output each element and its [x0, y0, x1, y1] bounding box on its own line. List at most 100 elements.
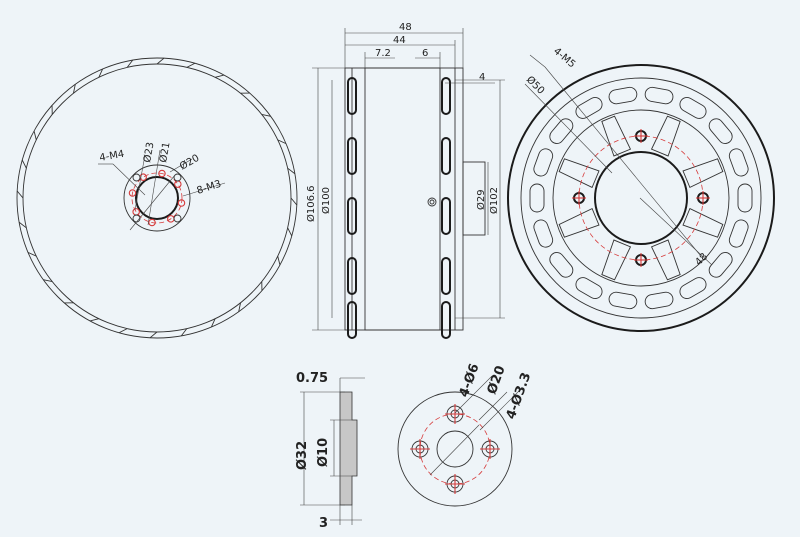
rear-outer-slot	[708, 252, 733, 278]
label-rear-d50: Ø50	[524, 74, 547, 97]
front-m3-hole	[158, 169, 166, 178]
front-m3-hole	[148, 218, 156, 227]
front-rim-notch	[126, 59, 134, 68]
front-rim-notch	[89, 318, 99, 322]
front-rim-notch	[261, 114, 271, 117]
label-side-44: 44	[393, 35, 406, 46]
label-rear-4-m5: 4-M5	[551, 46, 577, 70]
label-side-d102: Ø102	[488, 187, 500, 214]
front-rim-notch	[16, 190, 24, 199]
front-m4-hole	[132, 173, 141, 182]
rear-outer-slot	[728, 148, 749, 177]
front-rim-notch	[149, 331, 158, 339]
front-rim-notch	[186, 62, 196, 68]
rear-spokes	[558, 115, 724, 281]
front-rim-notch	[156, 57, 165, 65]
side-slot-left	[347, 197, 357, 235]
front-rim-notch	[21, 159, 27, 169]
rear-inner-rim	[520, 77, 762, 319]
front-rim-notch	[33, 130, 37, 140]
front-outer-rim	[16, 57, 298, 339]
rear-spoke-window	[682, 207, 724, 238]
front-bolt-holes	[128, 169, 186, 227]
front-m3-hole	[177, 199, 186, 207]
side-slot-right	[441, 77, 451, 115]
front-hub-flange	[123, 164, 191, 232]
front-m3-hole	[128, 189, 137, 197]
front-m3-hole	[174, 180, 182, 188]
label-d20: Ø20	[178, 152, 202, 173]
side-vent-slots	[347, 77, 451, 339]
adapter-face-view: 4-Ø6 Ø20 4-Ø3.3	[397, 362, 535, 507]
label-d23: Ø23	[141, 141, 156, 163]
adapter-outer	[397, 391, 513, 507]
front-m4-hole	[173, 214, 182, 223]
front-rim-notch	[118, 328, 128, 334]
label-rear-48: 48	[693, 251, 710, 268]
front-hub-bore	[135, 176, 179, 220]
side-set-screw	[427, 197, 437, 207]
rear-outer-slot	[679, 277, 707, 300]
front-rim-notch	[215, 74, 225, 78]
side-shaft-boss	[462, 161, 486, 236]
label-adapter-4-d6: 4-Ø6	[457, 362, 483, 400]
label-d21: Ø21	[157, 141, 172, 163]
label-4-m4: 4-M4	[99, 149, 125, 164]
side-slot-left	[347, 77, 357, 115]
rear-spoke-window	[650, 239, 681, 281]
label-side-7-2: 7.2	[375, 48, 391, 59]
front-inner-rim	[22, 63, 292, 333]
rear-spoke-window	[558, 158, 600, 189]
label-adapter-face-d20: Ø20	[485, 364, 509, 397]
front-m3-hole	[132, 208, 140, 216]
front-rim-notch	[277, 139, 287, 145]
adapter-holes	[410, 404, 500, 494]
rear-outer-slot	[644, 291, 674, 310]
front-m4-hole	[173, 173, 182, 182]
side-slot-left	[347, 257, 357, 295]
label-adapter-0-75: 0.75	[296, 371, 328, 386]
rear-outer-slot	[549, 252, 574, 278]
side-slot-left	[347, 301, 357, 339]
rear-outer-slot	[529, 183, 545, 213]
side-slot-right	[441, 137, 451, 175]
rear-spoke-ring	[552, 109, 730, 287]
adapter-bolt-circle	[419, 413, 491, 485]
rear-outer-slot	[737, 183, 753, 213]
rear-m5-holes	[572, 129, 710, 267]
front-bolt-circle	[131, 172, 183, 224]
side-slot-right	[441, 301, 451, 339]
front-rim-notch	[210, 318, 216, 328]
rear-outer-slot	[608, 291, 638, 310]
label-adapter-3: 3	[319, 516, 328, 531]
rear-view: 4-M5 Ø50 48	[507, 46, 775, 332]
side-slot-right	[441, 257, 451, 295]
rear-outer-slot	[608, 86, 638, 105]
front-rim-notch	[98, 68, 104, 78]
label-side-6: 6	[422, 48, 428, 59]
rear-spoke-window	[650, 115, 681, 157]
rear-outer-slot	[728, 219, 749, 248]
label-side-d106-6: Ø106.6	[305, 186, 317, 223]
rear-outer-slot	[644, 86, 674, 105]
front-rim-notch	[238, 302, 241, 312]
side-core	[364, 67, 441, 331]
adapter-side-view: 0.75 Ø32 Ø10 3	[295, 371, 365, 531]
front-rim-notch	[287, 167, 296, 175]
rear-outer-slot	[708, 118, 733, 144]
rear-outer-slot	[679, 96, 707, 119]
adapter-bore	[436, 430, 474, 468]
front-rim-notch	[290, 197, 298, 206]
rear-outer-slot	[575, 277, 603, 300]
front-m4-hole	[132, 214, 141, 223]
adapter-side-profile	[339, 391, 358, 506]
rear-spoke-window	[682, 158, 724, 189]
front-rim-notch	[43, 279, 53, 282]
rear-spoke-window	[601, 115, 632, 157]
label-adapter-4-d3-3: 4-Ø3.3	[504, 371, 535, 422]
rear-outer-slot	[533, 148, 554, 177]
rear-outer-slot	[533, 219, 554, 248]
label-8-m3: 8-M3	[196, 179, 223, 197]
front-rim-notch	[27, 251, 37, 257]
